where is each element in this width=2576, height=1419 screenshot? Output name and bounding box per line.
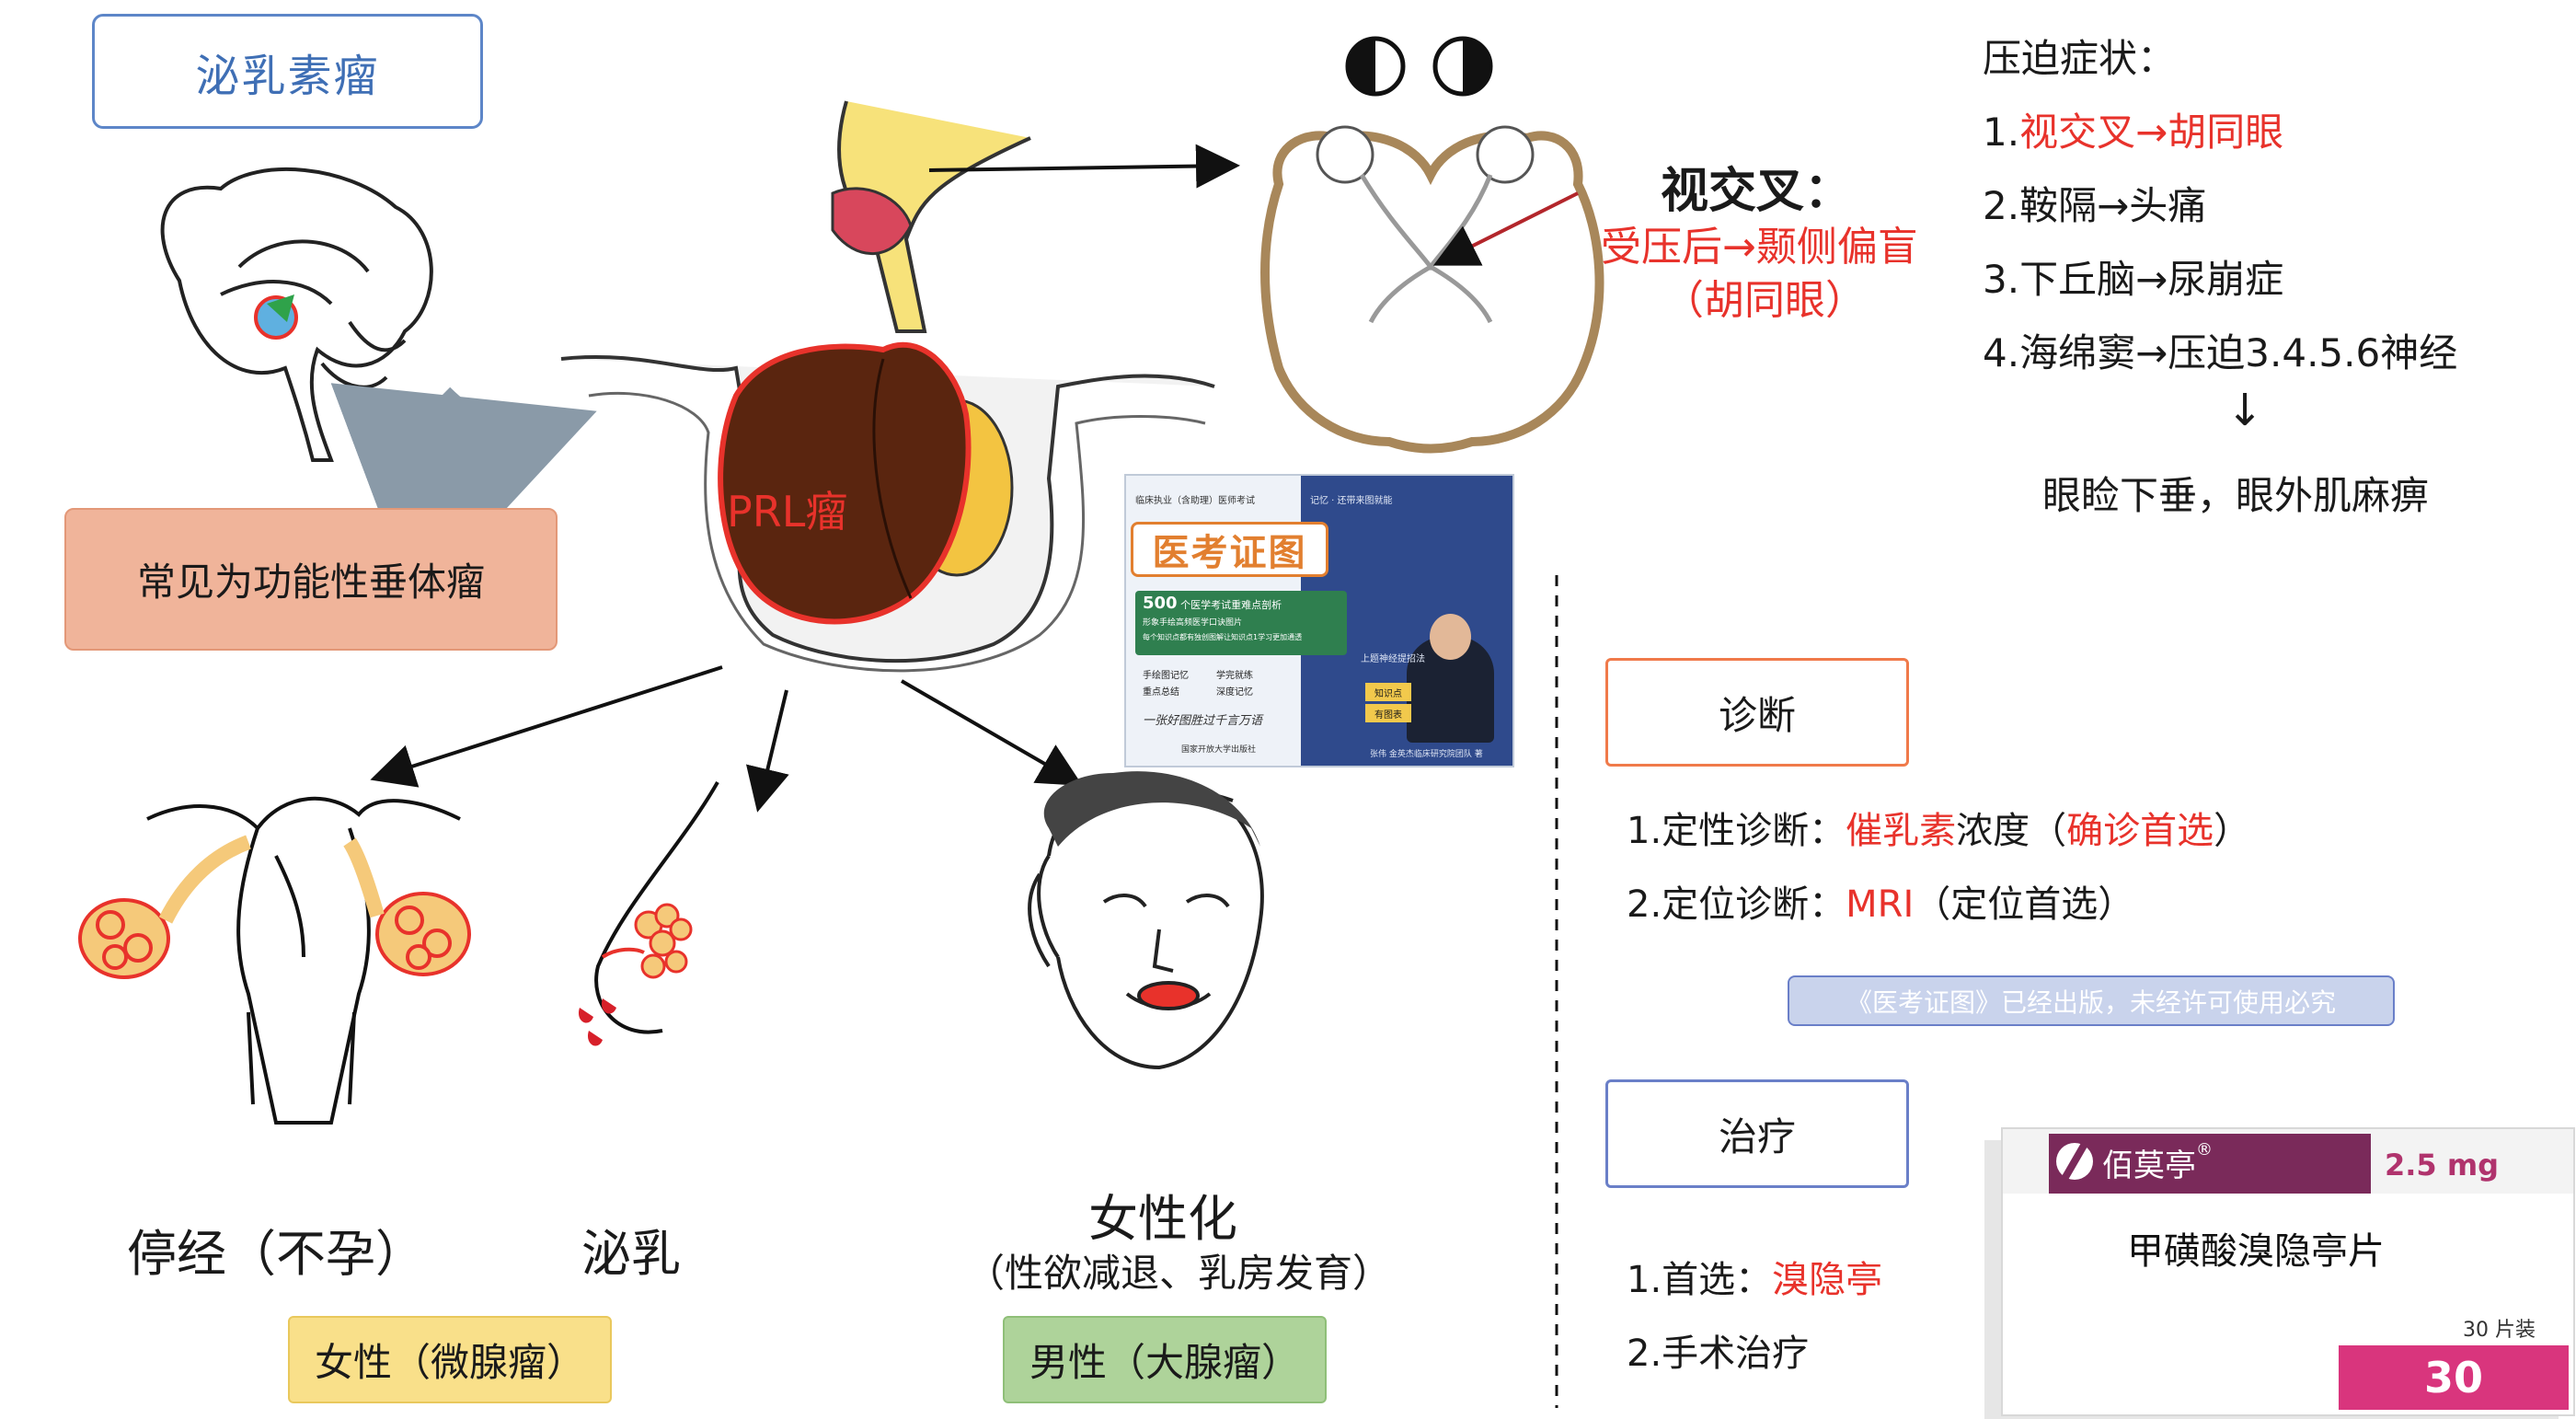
book-cover: 临床执业（含助理）医师考试 记忆 · 还带来图就能 医考证图 500 个医学考试… — [1124, 474, 1514, 767]
drug-box: 佰莫亭® 2.5 mg 甲磺酸溴隐亭片 30 片装 30 — [2001, 1127, 2575, 1416]
diagnosis-line-1: 1.定性诊断：催乳素浓度（确诊首选） — [1627, 801, 2250, 854]
galactorrhea-label: 泌乳 — [581, 1213, 681, 1286]
book-check-1: 手绘图记忆 — [1143, 667, 1189, 681]
breast-drawing — [579, 782, 718, 1046]
treatment-line-2: 2.手术治疗 — [1627, 1323, 1809, 1377]
sella-drawing — [561, 101, 1214, 671]
book-check-4: 深度记忆 — [1216, 684, 1253, 698]
common-label-text: 常见为功能性垂体瘤 — [137, 551, 485, 607]
chiasm-desc: 受压后→颞侧偏盲 — [1601, 213, 1918, 272]
book-publisher: 国家开放大学出版社 — [1181, 743, 1256, 755]
brain-axial-drawing — [1265, 127, 1600, 449]
common-label-box: 常见为功能性垂体瘤 — [64, 508, 558, 651]
book-line3: 每个知识点都有独创图解让知识点1学习更加通透 — [1143, 632, 1302, 642]
compression-item-4: 4.海绵窦→压迫3.4.5.6神经 — [1983, 322, 2457, 378]
tumor-label: PRL瘤 — [727, 479, 847, 539]
book-side: 上题神经提招法 — [1361, 651, 1425, 664]
compression-item-1: 1.视交叉→胡同眼 — [1983, 101, 2283, 157]
chiasm-title: 视交叉： — [1661, 152, 1852, 221]
drug-reg: ® — [2196, 1140, 2213, 1159]
book-author: 张伟 金英杰临床研究院团队 著 — [1370, 747, 1483, 759]
book-badge-2: 有图表 — [1365, 704, 1411, 722]
visual-field-icons — [1348, 39, 1490, 94]
male-box: 男性（大腺瘤） — [1003, 1316, 1327, 1403]
drug-count: 30 片装 — [2463, 1313, 2536, 1343]
drug-brand: 佰莫亭 — [2102, 1148, 2196, 1184]
book-brand: 医考证图 — [1131, 522, 1328, 577]
copyright-notice: 《医考证图》已经出版，未经许可使用必究 — [1788, 975, 2395, 1026]
book-top-right: 记忆 · 还带来图就能 — [1310, 492, 1393, 506]
book-slogan: 一张好图胜过千言万语 — [1143, 710, 1262, 728]
book-badge-1: 知识点 — [1365, 683, 1411, 701]
female-box: 女性（微腺瘤） — [288, 1316, 612, 1403]
book-check-3: 重点总结 — [1143, 684, 1179, 698]
compression-title: 压迫症状： — [1983, 28, 2176, 84]
book-check-2: 学完就练 — [1216, 667, 1253, 681]
treatment-header-box: 治疗 — [1605, 1079, 1909, 1188]
feminization-label: 女性化 — [1088, 1178, 1237, 1251]
diagnosis-header-box: 诊断 — [1605, 658, 1909, 767]
book-num: 500 — [1143, 594, 1178, 613]
down-arrow: ↓ — [2226, 385, 2263, 436]
book-top-text: 临床执业（含助理）医师考试 — [1135, 492, 1255, 506]
amenorrhea-label: 停经（不孕） — [127, 1213, 425, 1286]
drug-name: 甲磺酸溴隐亭片 — [2127, 1221, 2385, 1275]
feminization-sub: （性欲减退、乳房发育） — [966, 1242, 1391, 1298]
title-box: 泌乳素瘤 — [92, 14, 483, 129]
ovary-right — [377, 894, 469, 975]
drug-dose: 2.5 mg — [2385, 1148, 2499, 1182]
compression-result: 眼睑下垂，眼外肌麻痹 — [2042, 465, 2429, 521]
grey-arrow — [442, 396, 552, 434]
ovary-left — [80, 900, 168, 977]
chiasm-paren: （胡同眼） — [1663, 267, 1866, 326]
diagnosis-line-2: 2.定位诊断：MRI（定位首选） — [1627, 874, 2134, 928]
compression-item-2: 2.鞍隔→头痛 — [1983, 175, 2206, 231]
book-line2: 形象手绘高频医学口诀图片 — [1143, 616, 1242, 628]
hair — [1044, 771, 1260, 847]
treatment-line-1: 1.首选：溴隐亭 — [1627, 1250, 1882, 1303]
compression-item-3: 3.下丘脑→尿崩症 — [1983, 248, 2283, 305]
page-title: 泌乳素瘤 — [195, 40, 379, 104]
drug-big-number: 30 — [2339, 1345, 2569, 1410]
